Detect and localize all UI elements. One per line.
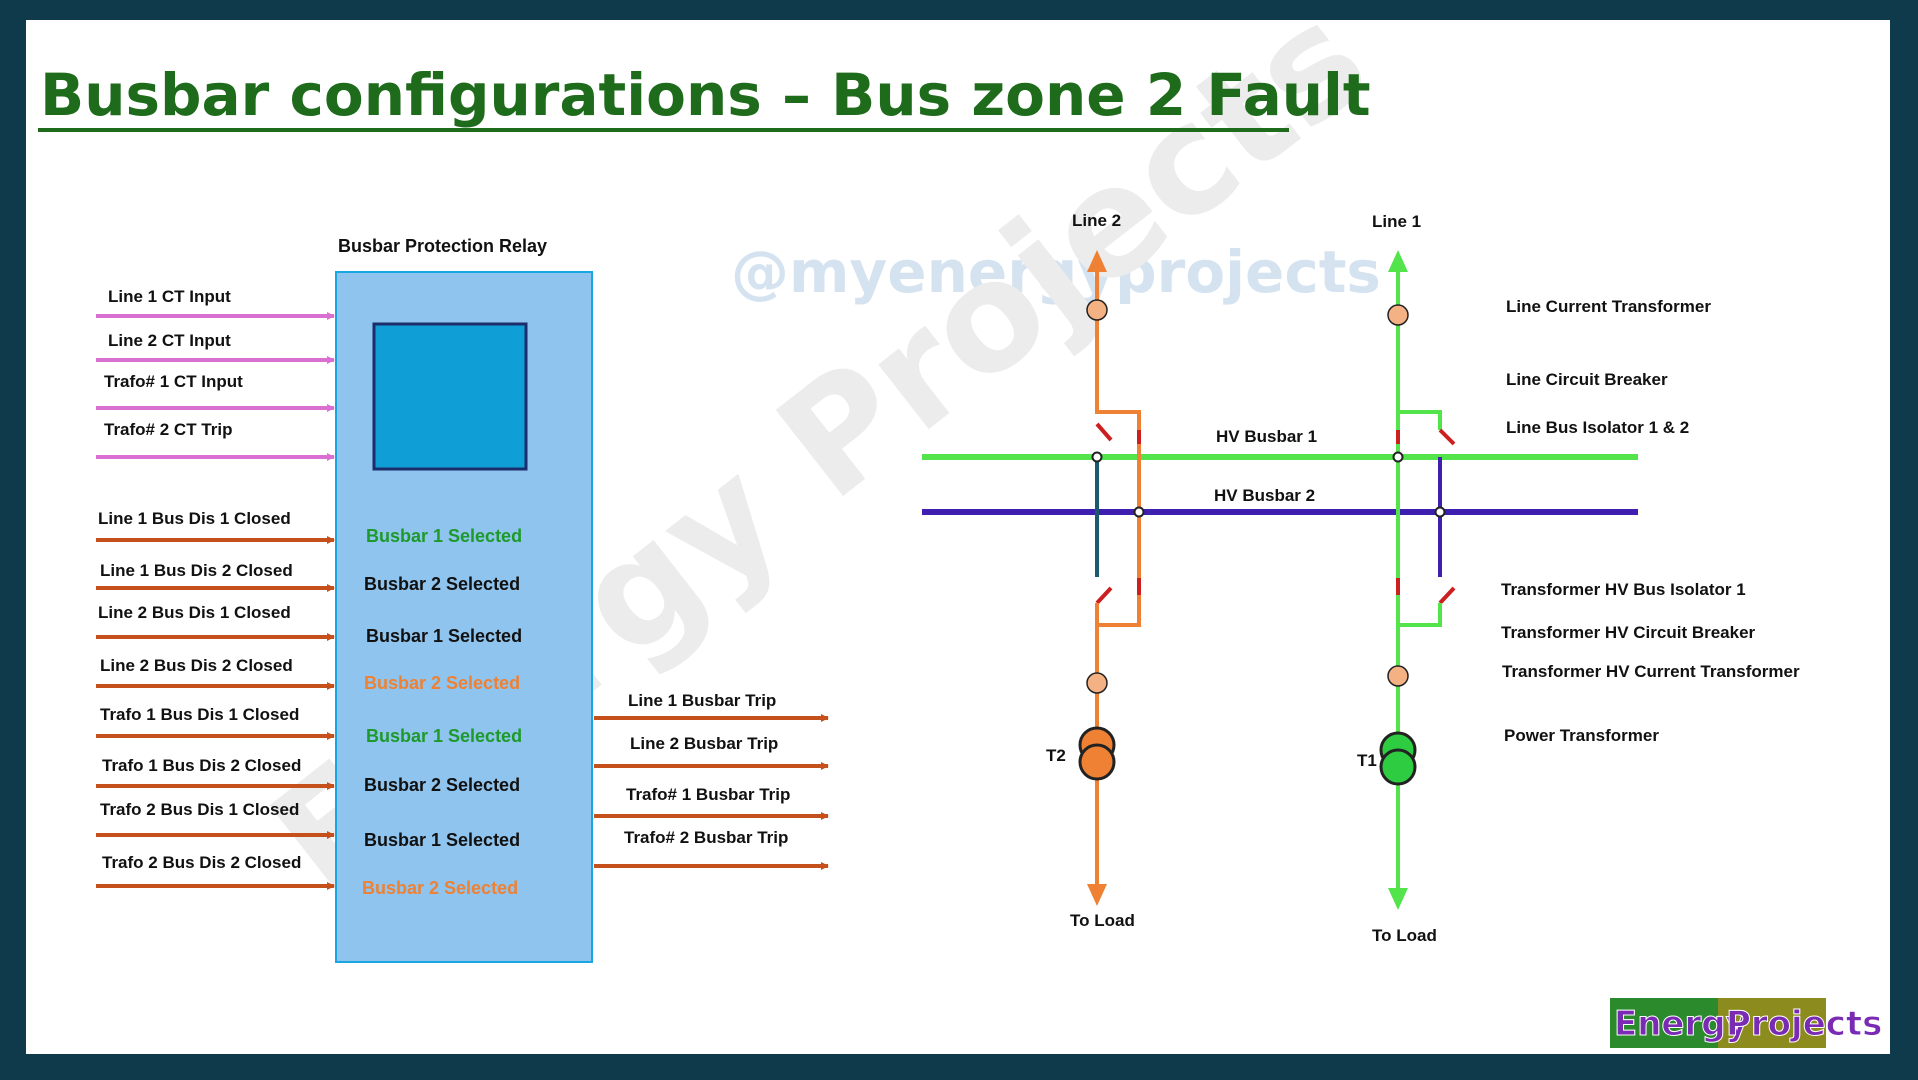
selection-label: Busbar 1 Selected xyxy=(366,726,522,746)
ct-inputs-group: Line 1 CT Input Line 2 CT Input Trafo# 1… xyxy=(96,287,335,461)
t1-load-label: To Load xyxy=(1372,926,1437,945)
legend-item: Transformer HV Current Transformer xyxy=(1502,662,1800,681)
node-line1-bus2 xyxy=(1434,506,1446,518)
t2-lower-loop xyxy=(1097,595,1141,627)
legend-item: Power Transformer xyxy=(1504,726,1659,745)
page-title: Busbar configurations – Bus zone 2 Fault xyxy=(40,61,1371,129)
t1-label: T1 xyxy=(1357,751,1377,770)
logo-word-energy: Energy xyxy=(1614,1004,1748,1044)
feeder-line2-t2: Line 2 T2 To Load xyxy=(1046,211,1141,930)
t1-ct xyxy=(1387,665,1409,687)
selection-label: Busbar 1 Selected xyxy=(366,526,522,546)
relay-screen xyxy=(372,322,528,471)
t2-load-label: To Load xyxy=(1070,911,1135,930)
hv-busbar-1-label: HV Busbar 1 xyxy=(1216,427,1317,446)
legend-item: Transformer HV Circuit Breaker xyxy=(1501,623,1756,642)
logo-word-projects: Projects xyxy=(1726,1004,1882,1044)
legend-item: Transformer HV Bus Isolator 1 xyxy=(1501,580,1746,599)
bus-input-label: Line 1 Bus Dis 2 Closed xyxy=(100,561,293,580)
sld-legend: Line Current Transformer Line Circuit Br… xyxy=(1501,297,1800,745)
trip-output-label: Trafo# 1 Busbar Trip xyxy=(626,785,790,804)
t2-label: T2 xyxy=(1046,746,1066,765)
ct-input-label: Trafo# 2 CT Trip xyxy=(104,420,232,439)
bus-input-label: Trafo 2 Bus Dis 2 Closed xyxy=(102,853,301,872)
hv-busbar-2-label: HV Busbar 2 xyxy=(1214,486,1315,505)
legend-item: Line Bus Isolator 1 & 2 xyxy=(1506,418,1689,437)
trip-output-label: Line 2 Busbar Trip xyxy=(630,734,778,753)
t1-isolator-bus2 xyxy=(1438,586,1456,605)
trip-output-label: Line 1 Busbar Trip xyxy=(628,691,776,710)
selection-group: Busbar 1 Selected Busbar 2 Selected Busb… xyxy=(362,526,522,898)
trip-output-label: Trafo# 2 Busbar Trip xyxy=(624,828,788,847)
watermark-handle: @myenergyprojects xyxy=(731,238,1381,306)
t1-transformer-winding-2 xyxy=(1379,748,1417,786)
slide: @myenergyprojects Energy Projects Busbar… xyxy=(22,16,1894,1058)
ct-input-label: Line 2 CT Input xyxy=(108,331,231,350)
line2-ct xyxy=(1086,299,1108,321)
legend-item: Line Circuit Breaker xyxy=(1506,370,1668,389)
t1-lower-loop xyxy=(1398,603,1442,627)
bus-nodes xyxy=(1091,451,1446,518)
ct-input-label: Line 1 CT Input xyxy=(108,287,231,306)
line2-arrow-up xyxy=(1087,250,1107,272)
bus-input-label: Trafo 1 Bus Dis 2 Closed xyxy=(102,756,301,775)
line1-isolator-bus2 xyxy=(1438,428,1456,446)
selection-label: Busbar 2 Selected xyxy=(364,775,520,795)
selection-label: Busbar 1 Selected xyxy=(364,830,520,850)
line1-upper-loop xyxy=(1398,410,1442,430)
t2-arrow-down xyxy=(1087,884,1107,906)
logo-right-bg xyxy=(1718,998,1826,1048)
line1-ct xyxy=(1387,304,1409,326)
selection-label: Busbar 2 Selected xyxy=(362,878,518,898)
bus-input-label: Line 1 Bus Dis 1 Closed xyxy=(98,509,291,528)
line1-label: Line 1 xyxy=(1372,212,1421,231)
bus-input-label: Line 2 Bus Dis 1 Closed xyxy=(98,603,291,622)
feeder-line1-t1: Line 1 T1 To Load xyxy=(1357,212,1456,945)
logo-left-bg xyxy=(1610,998,1718,1048)
relay-title: Busbar Protection Relay xyxy=(338,236,547,256)
ct-input-label: Trafo# 1 CT Input xyxy=(104,372,243,391)
t2-transformer-winding-2 xyxy=(1078,743,1116,781)
t2-ct xyxy=(1086,672,1108,694)
line1-arrow-up xyxy=(1388,250,1408,272)
line2-isolator-bus1 xyxy=(1095,422,1113,442)
t2-isolator-bus1 xyxy=(1095,586,1113,605)
node-line1-bus1 xyxy=(1392,451,1404,463)
bus-inputs-group: Line 1 Bus Dis 1 Closed Line 1 Bus Dis 2… xyxy=(96,509,335,890)
line2-upper-loop xyxy=(1097,410,1141,430)
node-line2-bus1 xyxy=(1091,451,1103,463)
bus-input-label: Line 2 Bus Dis 2 Closed xyxy=(100,656,293,675)
slide-canvas: @myenergyprojects Energy Projects Busbar… xyxy=(38,20,1883,1048)
bus-input-label: Trafo 2 Bus Dis 1 Closed xyxy=(100,800,299,819)
node-line2-bus2 xyxy=(1133,506,1145,518)
selection-label: Busbar 2 Selected xyxy=(364,574,520,594)
brand-logo: Energy Projects xyxy=(1610,998,1883,1048)
selection-label: Busbar 1 Selected xyxy=(366,626,522,646)
line2-label: Line 2 xyxy=(1072,211,1121,230)
selection-label: Busbar 2 Selected xyxy=(364,673,520,693)
t1-arrow-down xyxy=(1388,888,1408,910)
bus-input-label: Trafo 1 Bus Dis 1 Closed xyxy=(100,705,299,724)
trip-outputs-group: Line 1 Busbar Trip Line 2 Busbar Trip Tr… xyxy=(594,691,829,870)
legend-item: Line Current Transformer xyxy=(1506,297,1711,316)
